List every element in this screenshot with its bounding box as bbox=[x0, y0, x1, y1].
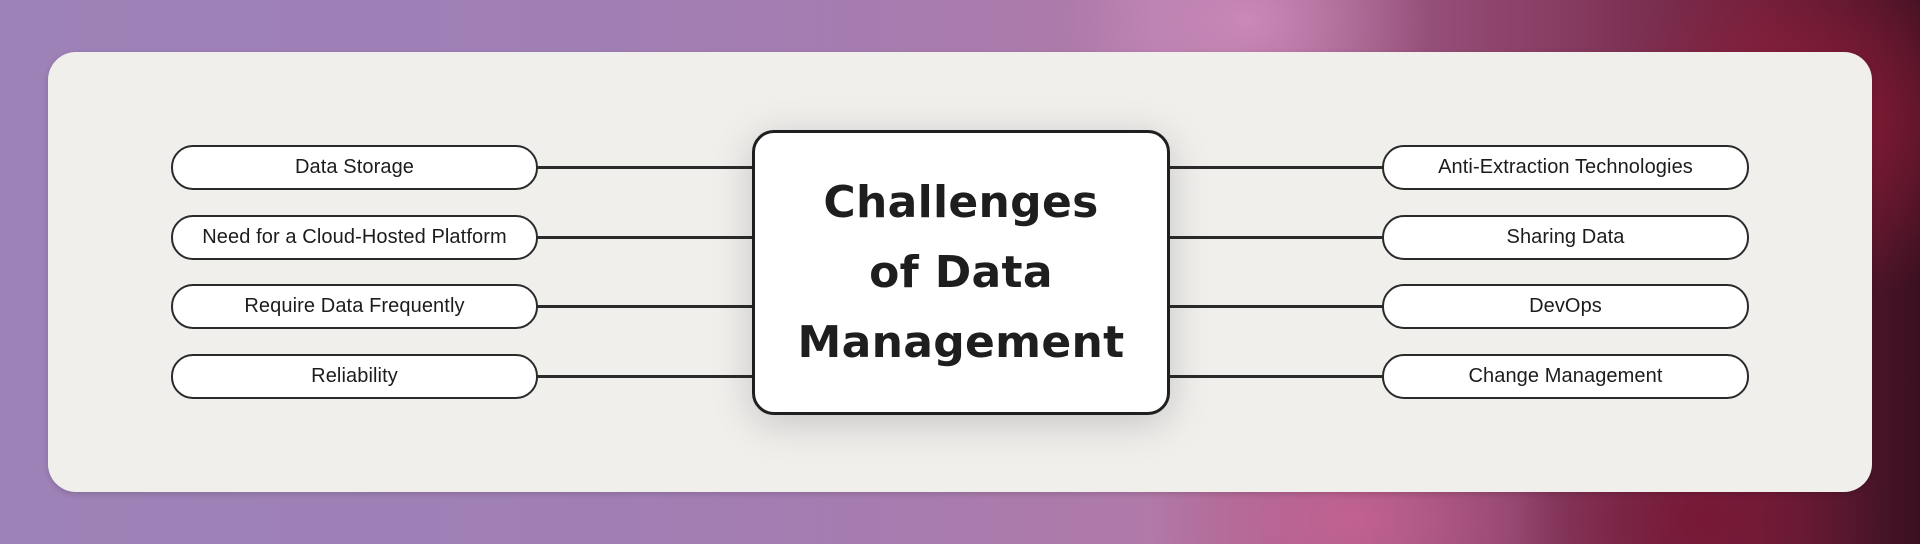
challenge-node-cloud-hosted-platform: Need for a Cloud-Hosted Platform bbox=[171, 215, 538, 260]
challenge-node-sharing-data: Sharing Data bbox=[1382, 215, 1749, 260]
node-label: Anti-Extraction Technologies bbox=[1438, 156, 1693, 178]
node-label: Reliability bbox=[311, 365, 398, 387]
node-label: Data Storage bbox=[294, 156, 415, 178]
node-label: Sharing Data bbox=[1506, 226, 1625, 248]
connector-left-2 bbox=[537, 236, 754, 239]
title-line-2: of Data bbox=[869, 246, 1053, 298]
connector-right-1 bbox=[1168, 166, 1384, 169]
title-line-1: Challenges bbox=[823, 176, 1099, 228]
challenge-node-data-storage: Data Storage bbox=[171, 145, 538, 190]
node-label: DevOps bbox=[1529, 295, 1602, 317]
node-label: Change Management bbox=[1468, 365, 1663, 387]
central-topic-box: Challenges of Data Management bbox=[752, 130, 1170, 415]
connector-left-3 bbox=[537, 305, 754, 308]
title-line-3: Management bbox=[797, 316, 1125, 368]
challenge-node-reliability: Reliability bbox=[171, 354, 538, 399]
challenge-node-devops: DevOps bbox=[1382, 284, 1749, 329]
connector-right-4 bbox=[1168, 375, 1384, 378]
connector-right-3 bbox=[1168, 305, 1384, 308]
challenge-node-anti-extraction: Anti-Extraction Technologies bbox=[1382, 145, 1749, 190]
node-label: Need for a Cloud-Hosted Platform bbox=[202, 226, 507, 248]
central-topic-title: Challenges of Data Management bbox=[798, 168, 1125, 378]
challenge-node-change-management: Change Management bbox=[1382, 354, 1749, 399]
connector-left-1 bbox=[537, 166, 754, 169]
connector-right-2 bbox=[1168, 236, 1384, 239]
connector-left-4 bbox=[537, 375, 754, 378]
node-label: Require Data Frequently bbox=[244, 295, 465, 317]
challenge-node-require-data-frequently: Require Data Frequently bbox=[171, 284, 538, 329]
